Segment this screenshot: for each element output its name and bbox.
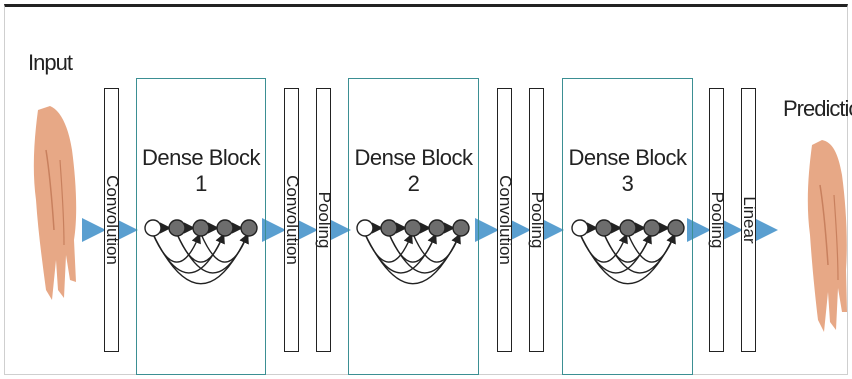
layer-convolution-2-label: Convolution	[282, 175, 302, 265]
input-node	[356, 219, 374, 237]
layer-convolution-3: Convolution	[495, 88, 515, 352]
feature-node	[240, 219, 258, 237]
feature-node	[643, 219, 661, 237]
dense-block-3-graph	[571, 219, 685, 285]
feature-node	[192, 219, 210, 237]
prediction-label: Prediction	[783, 96, 852, 121]
feature-node	[595, 219, 613, 237]
feature-node	[404, 219, 422, 237]
input-node	[571, 219, 589, 237]
feature-node	[452, 219, 470, 237]
layer-convolution-3-label: Convolution	[495, 175, 515, 265]
dense-block-2-graph	[356, 219, 470, 285]
input-node	[144, 219, 162, 237]
prediction-hand-image	[807, 140, 847, 332]
layer-linear: Linear	[739, 88, 759, 352]
dense-block-2: Dense Block 2	[348, 78, 479, 375]
layer-linear-label: Linear	[739, 196, 759, 244]
dense-block-3: Dense Block 3	[562, 78, 693, 375]
layer-pooling-3-label: Pooling	[527, 191, 547, 249]
dense-block-1-title: Dense Block 1	[141, 145, 261, 196]
dense-block-1-graph	[144, 219, 258, 285]
dense-block-3-title: Dense Block 3	[568, 145, 687, 196]
dense-block-2-title: Dense Block 2	[354, 145, 473, 196]
layer-convolution-1: Convolution	[102, 88, 122, 352]
layer-pooling-3: Pooling	[527, 88, 547, 352]
skip-connection	[627, 233, 676, 263]
dense-block-1: Dense Block 1	[136, 78, 266, 375]
input-hand-image	[33, 106, 77, 300]
feature-node	[619, 219, 637, 237]
skip-connection	[412, 233, 461, 263]
layer-convolution-2: Convolution	[282, 88, 302, 352]
feature-node	[168, 219, 186, 237]
feature-node	[380, 219, 398, 237]
feature-node	[216, 219, 234, 237]
layer-convolution-1-label: Convolution	[102, 175, 122, 265]
feature-node	[428, 219, 446, 237]
layer-pooling-2-label: Pooling	[314, 191, 334, 249]
skip-connection	[200, 233, 249, 263]
layer-pooling-2: Pooling	[314, 88, 334, 352]
input-label: Input	[28, 50, 73, 75]
feature-node	[667, 219, 685, 237]
layer-pooling-4: Pooling	[707, 88, 727, 352]
layer-pooling-4-label: Pooling	[707, 191, 727, 249]
